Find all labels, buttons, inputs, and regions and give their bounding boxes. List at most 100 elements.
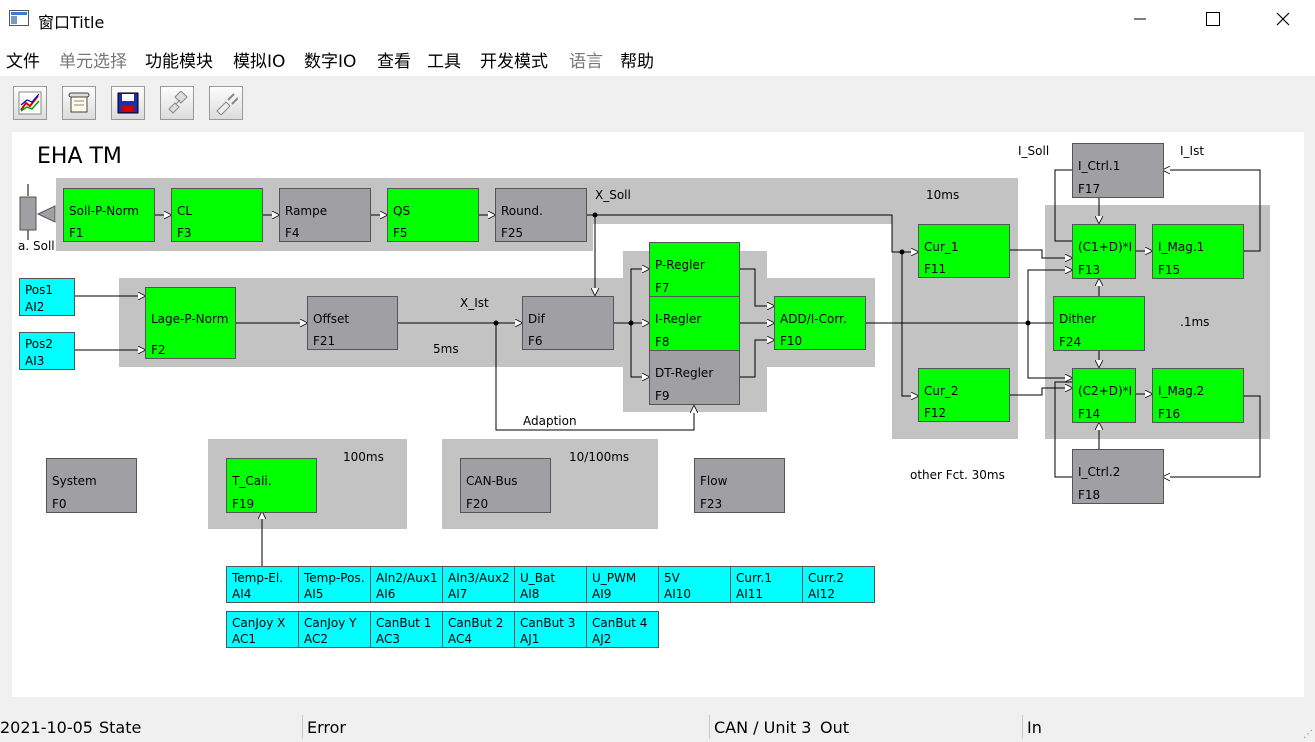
signal-a-soll: a. Soll (18, 239, 55, 253)
menu-language[interactable]: 语言 (569, 52, 603, 72)
group-label-10-100ms: 10/100ms (569, 450, 630, 464)
app-icon (9, 10, 29, 26)
menu-view[interactable]: 查看 (377, 52, 411, 72)
status-date: 2021-10-05 (0, 718, 93, 737)
menu-dev-mode[interactable]: 开发模式 (480, 52, 548, 72)
menu-analog-io[interactable]: 模拟IO (233, 52, 286, 72)
signal-x-ist: X_Ist (460, 296, 489, 310)
minimize-button[interactable] (1105, 0, 1175, 38)
plug-button[interactable] (209, 86, 243, 120)
scroll-button[interactable] (62, 86, 96, 120)
plug-icon (216, 93, 238, 115)
wires (19, 132, 1261, 566)
block-t-cali[interactable]: T_Cali.F19 (226, 458, 317, 513)
connect-icon (168, 91, 188, 114)
group-label-100ms: 100ms (343, 450, 384, 464)
status-separator (709, 715, 710, 739)
group-label-other: other Fct. 30ms (910, 468, 1005, 482)
minimize-icon (1134, 18, 1146, 20)
status-in: In (1027, 718, 1042, 737)
close-icon (1276, 12, 1290, 26)
title-bar: 窗口Title (0, 0, 1315, 38)
analog-ai4[interactable]: Temp-El.AI4 (226, 566, 299, 603)
status-out: Out (820, 718, 850, 737)
menu-file[interactable]: 文件 (6, 52, 40, 72)
analog-ai5[interactable]: Temp-Pos.AI5 (298, 566, 371, 603)
menu-unit-select[interactable]: 单元选择 (59, 52, 127, 72)
status-separator (1022, 715, 1023, 739)
toolbar (0, 76, 1315, 131)
resize-grip-icon[interactable]: ⋰ (1303, 729, 1313, 740)
menu-help[interactable]: 帮助 (620, 52, 654, 72)
diagram-canvas: EHA TM (12, 132, 1304, 697)
group-label-5ms: 5ms (433, 342, 459, 356)
signal-i-soll: I_Soll (1018, 144, 1050, 158)
menu-function-modules[interactable]: 功能模块 (145, 52, 213, 72)
group-gap-edge (592, 224, 593, 251)
group-label-01ms: .1ms (1180, 315, 1210, 329)
scroll-icon (68, 92, 90, 113)
group-gap (592, 224, 892, 251)
save-button[interactable] (111, 86, 145, 120)
connect-button[interactable] (160, 86, 194, 120)
status-error: Error (307, 718, 346, 737)
diagram-title: EHA TM (37, 144, 122, 169)
status-separator (302, 715, 303, 739)
maximize-icon (1206, 12, 1220, 26)
menu-tools[interactable]: 工具 (427, 52, 461, 72)
chart-button[interactable] (13, 86, 47, 120)
save-icon (117, 92, 139, 114)
signal-adaption: Adaption (523, 414, 577, 428)
status-can: CAN / Unit 3 (714, 718, 812, 737)
signal-x-soll: X_Soll (595, 188, 631, 202)
maximize-button[interactable] (1178, 0, 1248, 38)
close-button[interactable] (1248, 0, 1315, 38)
status-state: State (99, 718, 142, 737)
status-bar: 2021-10-05 State Error CAN / Unit 3 Out … (0, 712, 1315, 742)
signal-i-ist: I_Ist (1180, 144, 1205, 158)
chart-icon (18, 91, 42, 115)
menu-digital-io[interactable]: 数字IO (304, 52, 357, 72)
block-add-i-corr[interactable]: ADD/I-Corr.F10 (774, 296, 866, 350)
menu-bar: 文件 单元选择 功能模块 模拟IO 数字IO 查看 工具 开发模式 语言 帮助 (0, 38, 1315, 76)
block-round[interactable]: Round.F25 (495, 188, 587, 242)
group-label-10ms: 10ms (926, 188, 960, 202)
